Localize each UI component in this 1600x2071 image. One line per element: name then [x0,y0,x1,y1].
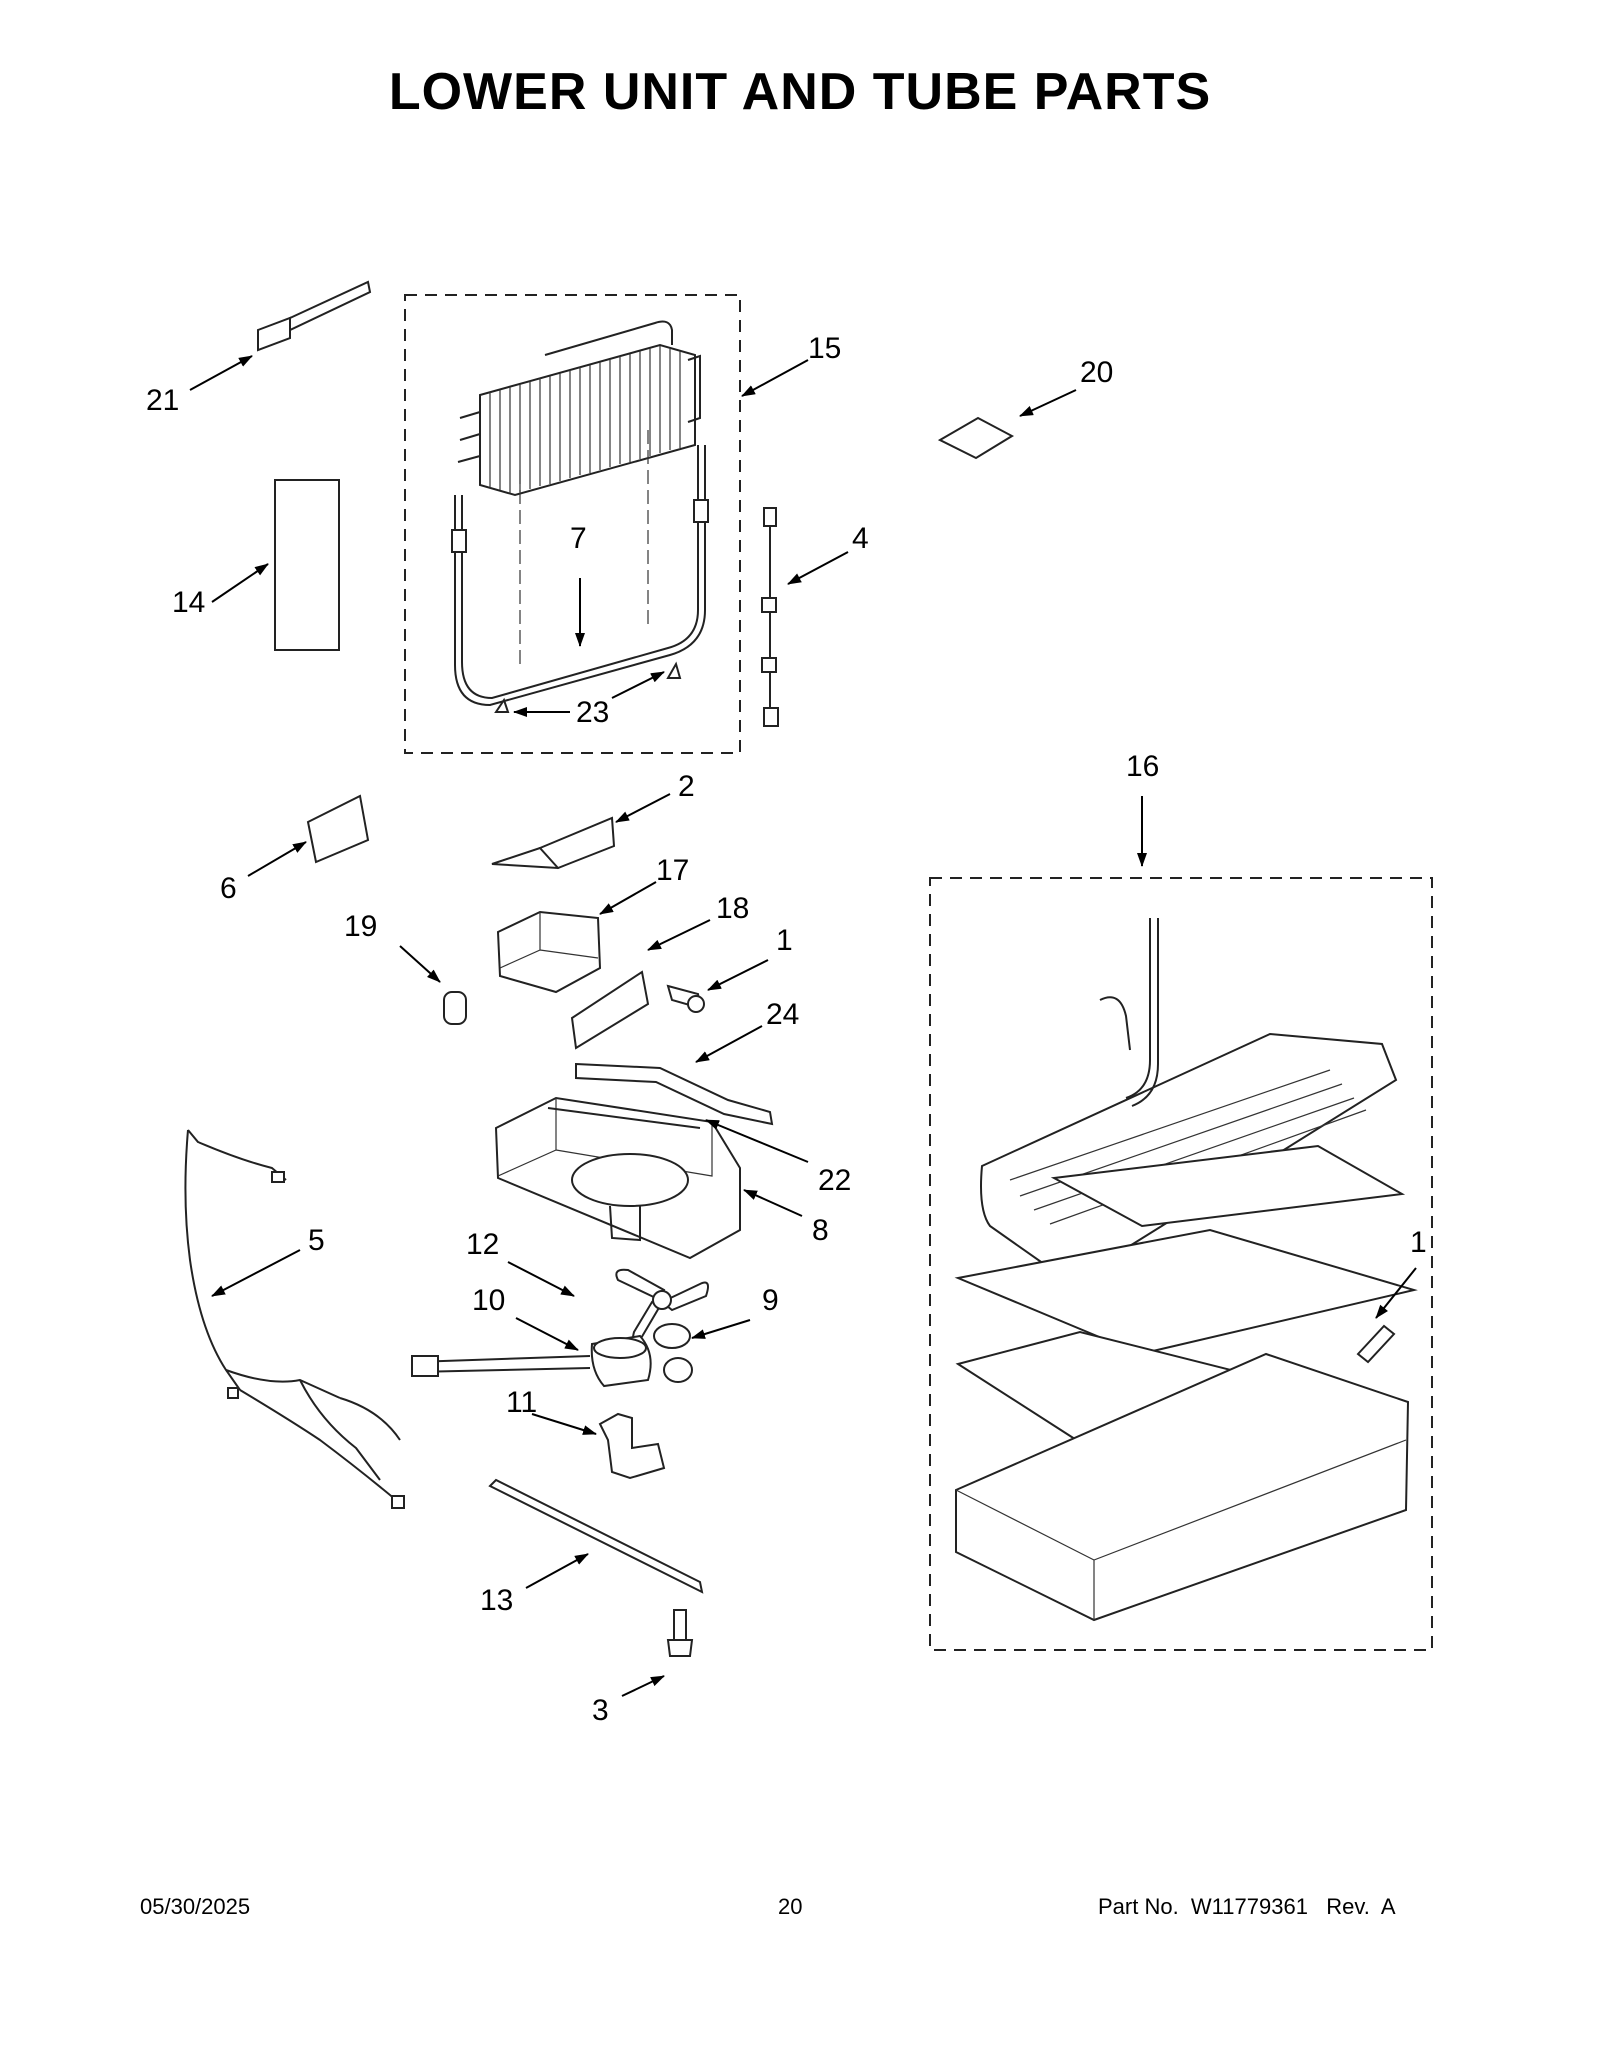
evaporator-assembly-box [404,294,741,754]
callout-19: 19 [344,910,377,943]
thermistor-harness [761,507,779,727]
callout-8: 8 [812,1214,829,1247]
callout-20: 20 [1080,356,1113,389]
heater-clip-left [494,697,510,713]
footer-part-number: Part No. W11779361 Rev. A [1098,1894,1396,1919]
motor-shaft-assembly [653,1323,693,1383]
evaporator-assembly-group [404,294,741,754]
callout-24: 24 [766,998,799,1031]
heater-clip-right [666,661,682,679]
wire-harness [184,1129,405,1509]
callout-1: 1 [776,924,793,957]
foam-pad [937,416,1015,460]
callout-4: 4 [852,522,869,555]
callout-6: 6 [220,872,237,905]
callout-1-icemaker: 1 [1410,1226,1427,1259]
callout-7: 7 [570,522,587,555]
bottom-screw [666,1609,694,1657]
ice-maker-assembly-group [929,877,1433,1651]
defrost-heater [451,430,709,707]
evaporator-coil [457,320,701,497]
callout-3: 3 [592,1694,609,1727]
pan-screw [1356,1324,1396,1364]
callout-9: 9 [762,1284,779,1317]
callout-2: 2 [678,770,695,803]
callout-15: 15 [808,332,841,365]
callout-12: 12 [466,1228,499,1261]
callout-14: 14 [172,586,205,619]
insulation-panel [274,479,340,651]
seal-strip [575,1062,774,1126]
motor-bracket [598,1412,666,1480]
callout-16: 16 [1126,750,1159,783]
callout-21: 21 [146,384,179,417]
fan-motor [411,1334,652,1388]
cable-tie [257,280,372,352]
ice-maker-assembly-box [929,877,1433,1651]
screw [666,984,705,1013]
callout-10: 10 [472,1284,505,1317]
callout-18: 18 [716,892,749,925]
cover-plate [570,970,650,1050]
support-rail [488,1478,704,1594]
callout-11: 11 [506,1386,537,1419]
ice-maker-sheet-top [1050,1144,1406,1228]
callout-22: 22 [818,1164,851,1197]
callout-23: 23 [576,696,609,729]
ice-maker-sheet-middle [954,1228,1418,1356]
footer-page-number: 20 [778,1894,803,1919]
control-board [306,794,370,864]
capacitor [443,991,467,1025]
ice-maker-pan [955,1352,1410,1622]
fan-housing [494,1096,741,1260]
callout-13: 13 [480,1584,513,1617]
fan-blade [615,1268,709,1344]
callout-5: 5 [308,1224,325,1257]
callout-17: 17 [656,854,689,887]
footer-date: 05/30/2025 [140,1894,251,1919]
callout-labels: 21 15 20 7 4 14 23 16 2 6 17 18 1 19 24 … [146,332,1427,1727]
page-title: LOWER UNIT AND TUBE PARTS [388,63,1212,121]
mounting-bracket [496,910,602,994]
callout-arrows [189,355,1417,1697]
